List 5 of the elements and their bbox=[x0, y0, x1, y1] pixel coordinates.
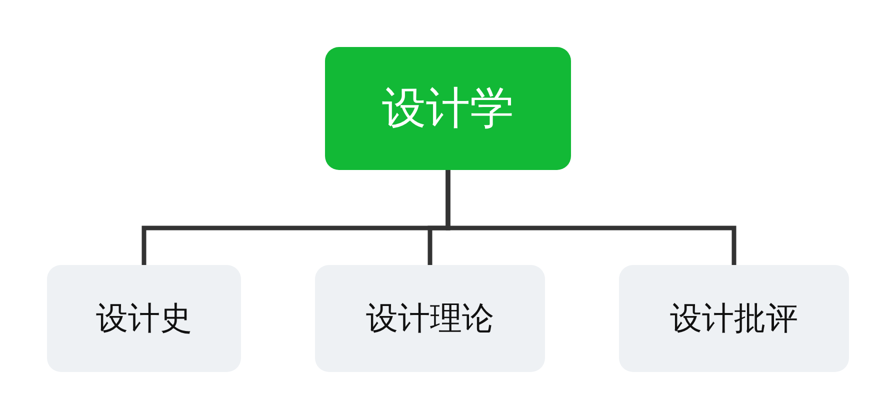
category-box: 设计批评 bbox=[619, 265, 849, 372]
root-box: 设计学 bbox=[325, 47, 571, 170]
category-box: 设计史 bbox=[47, 265, 241, 372]
connector-line bbox=[446, 170, 736, 265]
category-box: 设计理论 bbox=[315, 265, 545, 372]
